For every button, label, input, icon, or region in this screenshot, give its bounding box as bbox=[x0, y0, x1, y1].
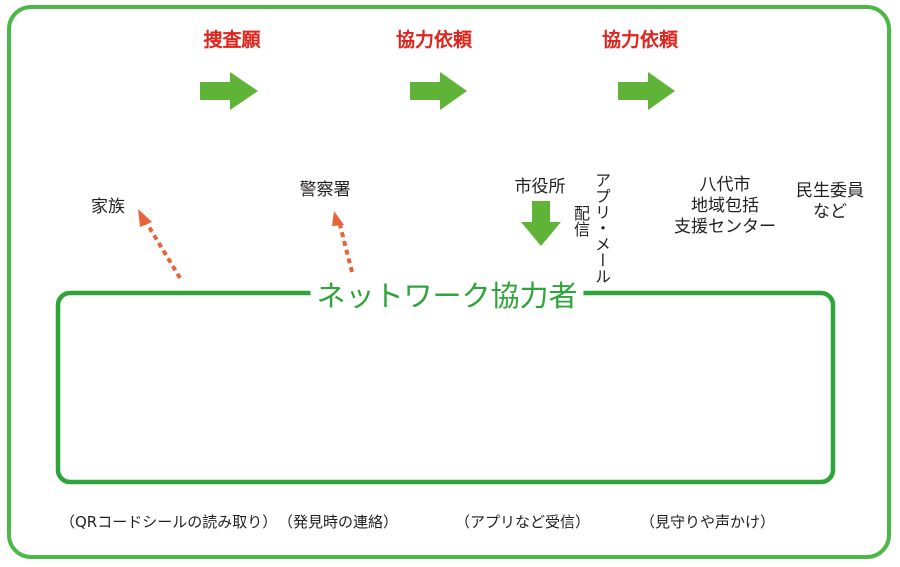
right-arrow-icon bbox=[410, 72, 467, 110]
actor-family: 家族 bbox=[91, 197, 125, 217]
support-center-line1: 八代市 bbox=[699, 175, 751, 195]
actor-delivery: 配信 bbox=[571, 205, 590, 237]
right-arrow-icon bbox=[200, 72, 258, 110]
actor-support-center: 八代市 地域包括 支援センター bbox=[674, 175, 776, 238]
actor-city-hall: 市役所 bbox=[514, 177, 566, 197]
flow-label-cooperation-2: 協力依頼 bbox=[601, 29, 679, 51]
arrowhead-icon bbox=[138, 209, 152, 227]
down-arrow-icon bbox=[521, 201, 561, 246]
role-watch: （見守りや声かけ） bbox=[640, 513, 776, 531]
role-contact: （発見時の連絡） bbox=[278, 513, 399, 531]
actor-police: 警察署 bbox=[299, 180, 351, 200]
support-center-line3: 支援センター bbox=[674, 217, 776, 237]
welfare-line2: など bbox=[813, 202, 847, 222]
support-center-line2: 地域包括 bbox=[691, 196, 759, 216]
outer-frame bbox=[7, 5, 891, 559]
welfare-line1: 民生委員 bbox=[796, 181, 864, 201]
actor-app-mail: アプリ・メール bbox=[592, 172, 611, 284]
network-title: ネットワーク協力者 bbox=[310, 273, 584, 315]
role-qr: （QRコードシールの読み取り） bbox=[60, 513, 278, 531]
role-app: （アプリなど受信） bbox=[455, 513, 591, 531]
flow-label-search-request: 捜査願 bbox=[203, 29, 261, 51]
dashed-arrow-police bbox=[338, 224, 354, 273]
arrowhead-icon bbox=[332, 211, 344, 226]
dashed-arrow-family bbox=[144, 220, 182, 280]
right-arrow-icon bbox=[618, 72, 675, 110]
network-frame bbox=[55, 290, 836, 485]
flow-label-cooperation-1: 協力依頼 bbox=[395, 29, 473, 51]
actor-welfare-commissioner: 民生委員 など bbox=[796, 181, 864, 223]
